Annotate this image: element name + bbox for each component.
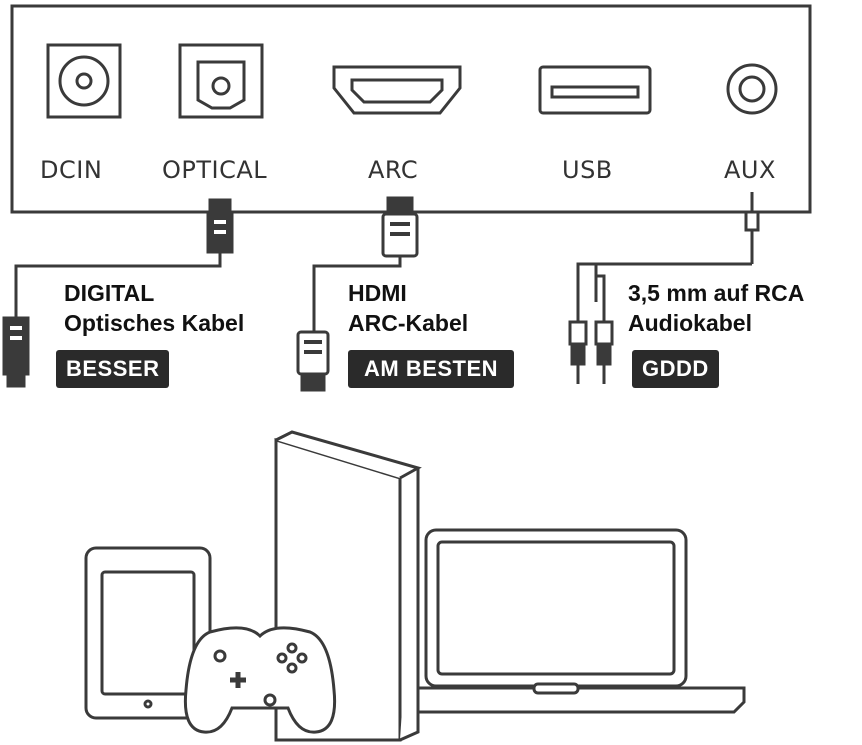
hdmi-cable xyxy=(296,196,419,392)
optical-cable xyxy=(2,198,234,388)
port-label-usb: USB xyxy=(562,156,613,184)
device-back-panel xyxy=(10,4,812,214)
rca-cable xyxy=(568,192,760,384)
hdmi-cable-line2: ARC-Kabel xyxy=(348,310,469,336)
port-label-aux: AUX xyxy=(724,156,776,184)
dc-in-port-icon xyxy=(46,43,122,119)
tablet-icon xyxy=(84,546,212,720)
port-label-dc-in: DCIN xyxy=(40,156,103,184)
optical-cable-line1: DIGITAL xyxy=(64,280,155,306)
port-label-arc: ARC xyxy=(368,156,419,184)
hdmi-arc-port-icon xyxy=(332,65,462,115)
rca-rating-badge: GDDD xyxy=(632,350,719,388)
optical-rating-badge: BESSER xyxy=(56,350,170,388)
hdmi-rating-badge: AM BESTEN xyxy=(348,350,515,388)
aux-port-icon xyxy=(726,63,778,115)
hdmi-cable-line1: HDMI xyxy=(348,280,407,306)
optical-cable-title: DIGITAL Optisches Kabel xyxy=(64,278,244,338)
rca-cable-line1: 3,5 mm auf RCA xyxy=(628,280,805,306)
rca-cable-title: 3,5 mm auf RCA Audiokabel xyxy=(628,278,804,338)
usb-port-icon xyxy=(538,65,652,115)
optical-cable-line2: Optisches Kabel xyxy=(64,310,245,336)
hdmi-cable-title: HDMI ARC-Kabel xyxy=(348,278,468,338)
rca-cable-line2: Audiokabel xyxy=(628,310,752,336)
game-controller-icon xyxy=(183,626,337,734)
laptop-icon xyxy=(406,528,746,714)
port-label-optical: OPTICAL xyxy=(162,156,268,184)
optical-port-icon xyxy=(178,43,264,119)
